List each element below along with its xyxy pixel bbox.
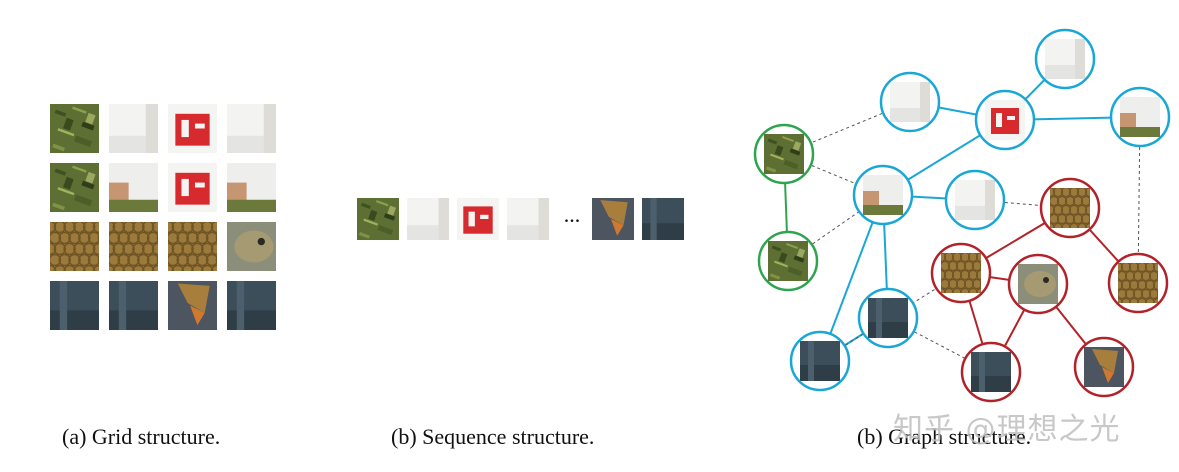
sequence-tile-jeans xyxy=(642,198,684,240)
graph-node-foliage xyxy=(757,230,819,292)
graph-node-shirt xyxy=(1034,28,1096,90)
grid-tile-jeans xyxy=(50,281,99,330)
grid-tile-arm xyxy=(227,163,276,212)
grid-tile-logo xyxy=(168,104,217,153)
graph-node-logo xyxy=(974,89,1036,151)
graph-node-jeans xyxy=(789,330,851,392)
sequence-tile-shirt xyxy=(407,198,449,240)
sequence-tile-fin xyxy=(592,198,634,240)
grid-tile-foliage xyxy=(50,163,99,212)
graph-node-scales xyxy=(1039,177,1101,239)
grid-tile-logo xyxy=(168,163,217,212)
grid-tile-scales xyxy=(109,222,158,271)
graph-node-scales xyxy=(1107,252,1169,314)
graph-caption: (b) Graph structure. xyxy=(857,424,1032,449)
grid-tile-head xyxy=(227,222,276,271)
graph-node-jeans xyxy=(960,341,1022,403)
sequence-tile-logo xyxy=(457,198,499,240)
graph-node-shirt xyxy=(944,169,1006,231)
graph-node-shirt xyxy=(879,71,941,133)
graph-node-head xyxy=(1007,253,1069,315)
watermark-text: 知乎 @理想之光 xyxy=(893,412,1121,447)
grid-tile-arm xyxy=(109,163,158,212)
grid-tile-scales xyxy=(50,222,99,271)
graph-node-foliage xyxy=(753,123,815,185)
grid-caption: (a) Grid structure. xyxy=(62,424,221,449)
grid-tile-jeans xyxy=(227,281,276,330)
sequence-tile-shirt xyxy=(507,198,549,240)
graph-node-jeans xyxy=(857,287,919,349)
graph-node-scales xyxy=(930,242,992,304)
grid-tile-fin xyxy=(168,281,217,330)
graph-structure-panel xyxy=(753,28,1171,403)
grid-tile-shirt xyxy=(109,104,158,153)
grid-structure-panel xyxy=(50,104,276,330)
graph-node-arm xyxy=(1109,86,1171,148)
grid-tile-foliage xyxy=(50,104,99,153)
graph-edge-dashed xyxy=(783,101,911,155)
grid-tile-scales xyxy=(168,222,217,271)
grid-tile-shirt xyxy=(227,104,276,153)
sequence-tile-foliage xyxy=(357,198,399,240)
graph-node-arm xyxy=(852,164,914,226)
grid-tile-jeans xyxy=(109,281,158,330)
sequence-caption: (b) Sequence structure. xyxy=(391,424,595,449)
sequence-structure-panel xyxy=(357,198,684,240)
sequence-ellipsis: ... xyxy=(564,202,581,227)
graph-node-fin xyxy=(1073,336,1135,398)
